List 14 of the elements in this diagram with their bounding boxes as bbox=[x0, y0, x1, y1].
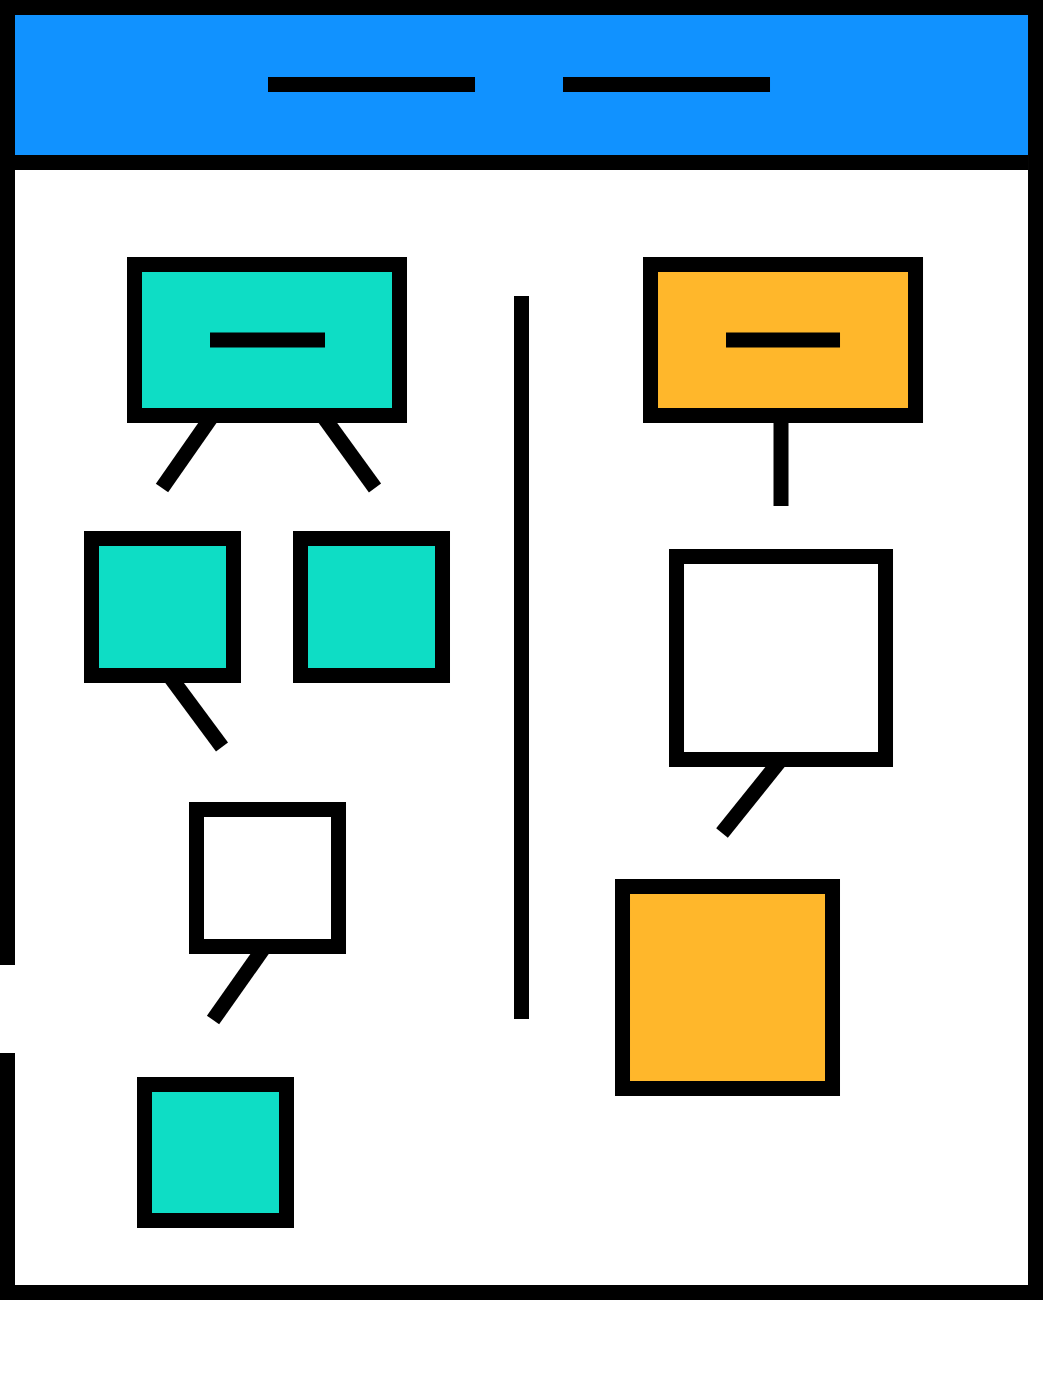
flowchart-box bbox=[137, 1077, 294, 1228]
flowchart-box bbox=[669, 549, 893, 767]
connector-line bbox=[318, 423, 382, 493]
connector-line bbox=[206, 954, 269, 1025]
flowchart-box bbox=[615, 879, 840, 1096]
flowchart-box bbox=[643, 257, 923, 423]
connector-line bbox=[165, 683, 228, 752]
flowchart-box bbox=[293, 531, 450, 683]
connector-line bbox=[773, 423, 789, 506]
flowchart-box bbox=[189, 802, 346, 954]
connector-line bbox=[716, 767, 785, 838]
flowchart-box bbox=[84, 531, 241, 683]
connector-line bbox=[155, 423, 217, 493]
flowchart-box bbox=[127, 257, 407, 423]
